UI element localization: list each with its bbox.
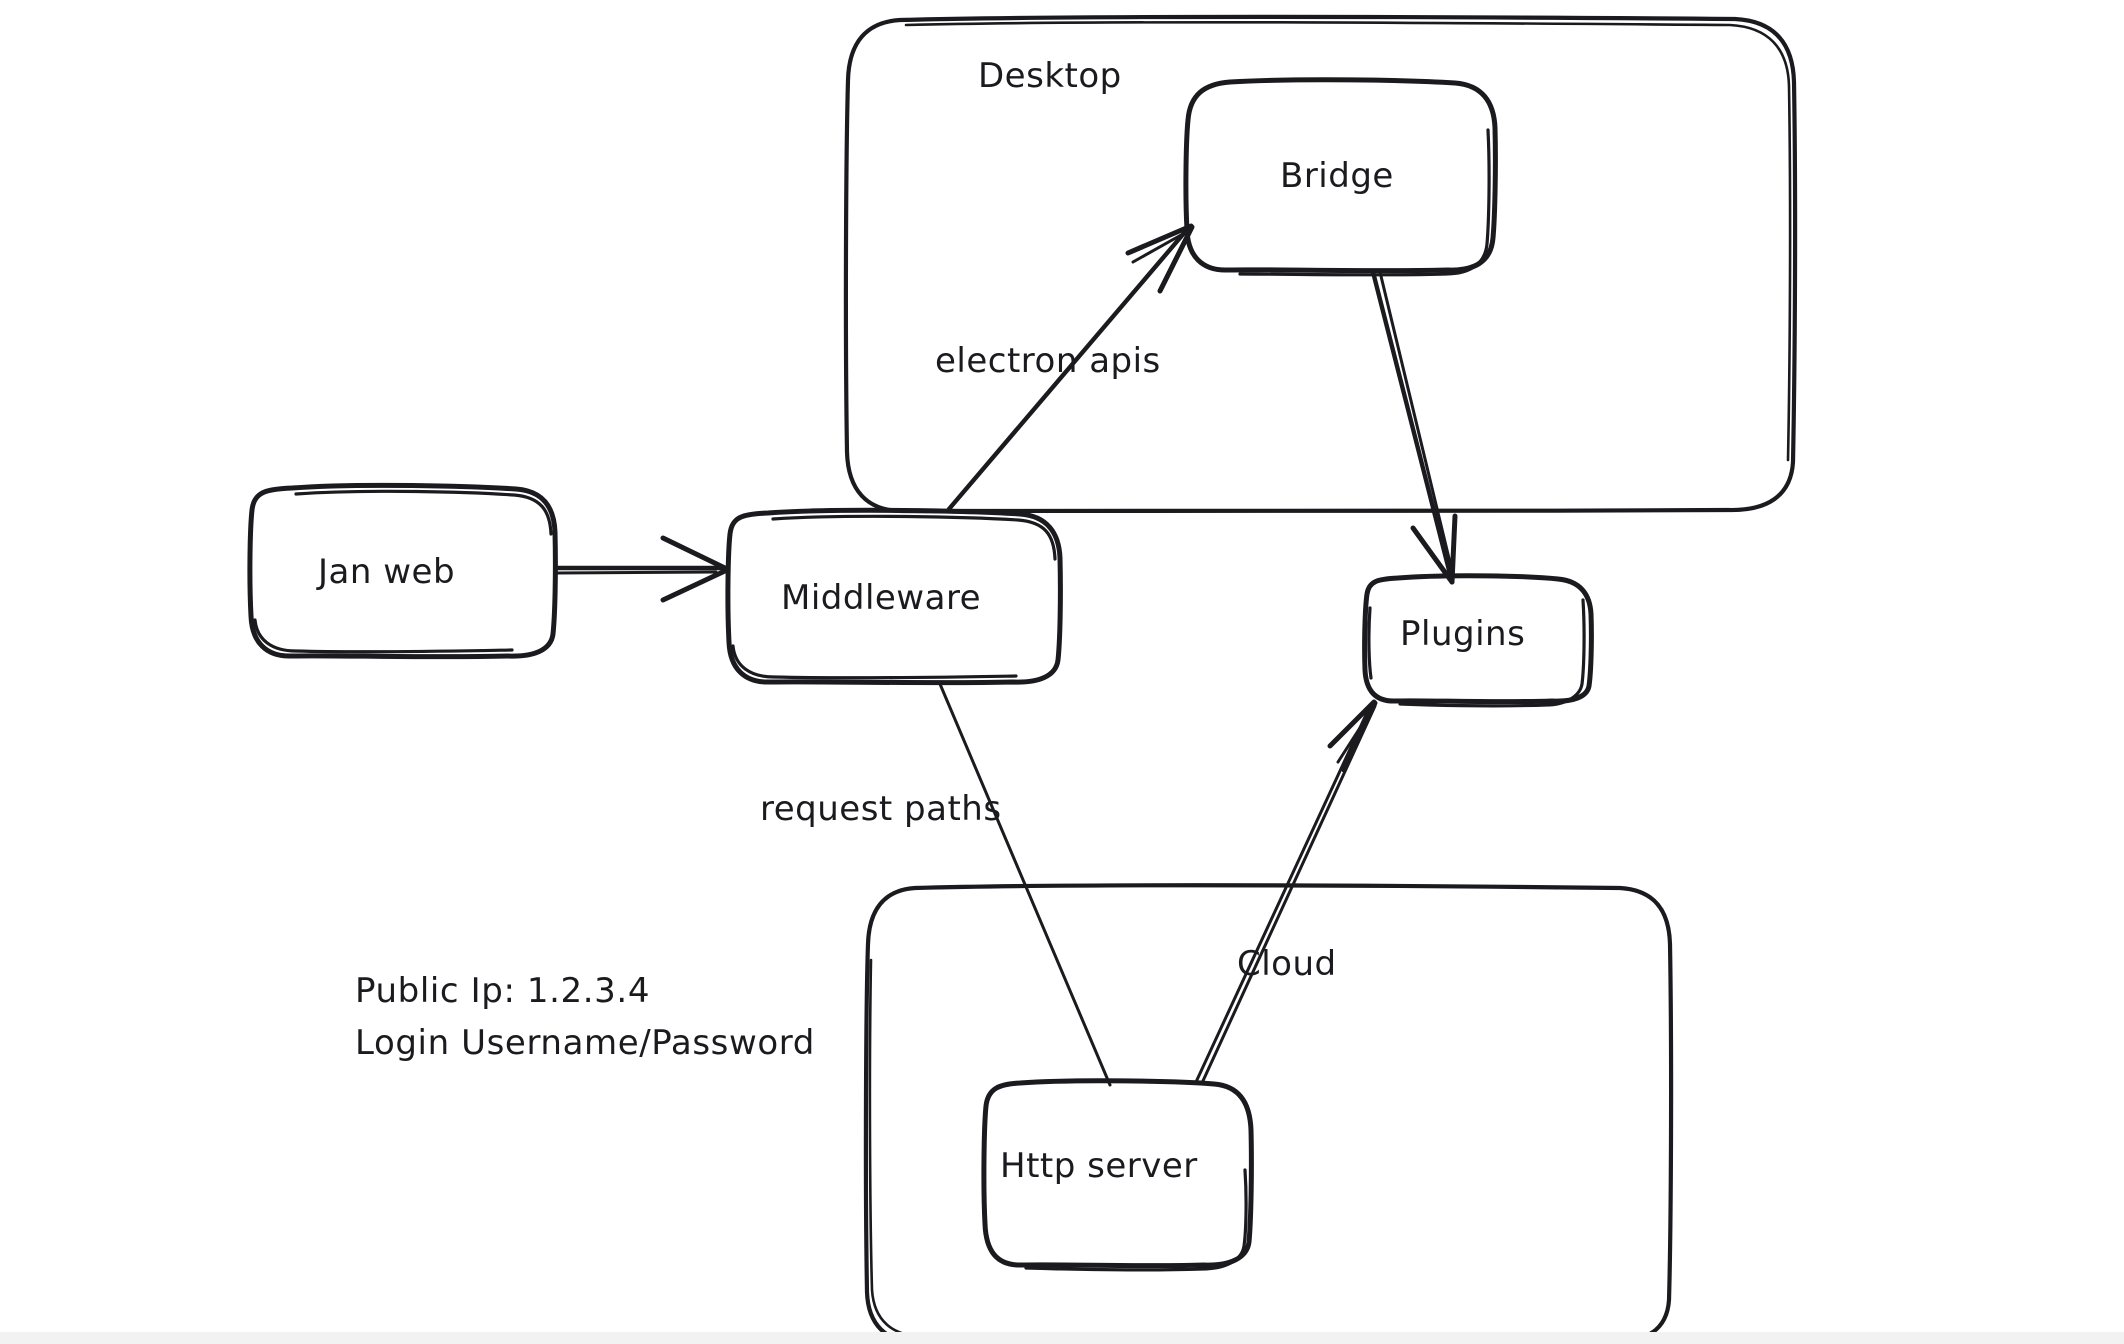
container-label-desktop: Desktop <box>978 56 1122 96</box>
edge-jan-web-to-middleware <box>554 535 730 603</box>
edge-label-electron-apis: electron apis <box>935 341 1161 381</box>
container-desktop <box>843 14 1798 514</box>
edge-label-request-paths: request paths <box>760 789 1002 829</box>
edge-middleware-to-http-server <box>938 682 1112 1087</box>
node-label-plugins: Plugins <box>1400 614 1526 654</box>
edge-http-server-to-plugins <box>1194 699 1378 1085</box>
edge-middleware-to-bridge <box>946 223 1195 512</box>
node-http-server-shape[interactable] <box>981 1078 1254 1272</box>
node-label-middleware: Middleware <box>781 578 982 618</box>
edge-label-cloud: Cloud <box>1237 944 1337 984</box>
edge-bridge-to-plugins <box>1370 269 1458 585</box>
bottom-edge-strip <box>0 1332 2124 1344</box>
node-label-http-server: Http server <box>1000 1146 1198 1186</box>
node-bridge-shape[interactable] <box>1183 77 1498 277</box>
node-plugins-shape[interactable] <box>1362 573 1594 708</box>
connection-note: Public Ip: 1.2.3.4 Login Username/Passwo… <box>355 971 815 1063</box>
node-middleware-shape[interactable] <box>725 507 1063 686</box>
node-label-bridge: Bridge <box>1280 156 1394 196</box>
node-jan-web-shape[interactable] <box>247 482 558 660</box>
node-label-jan-web: Jan web <box>318 552 456 592</box>
